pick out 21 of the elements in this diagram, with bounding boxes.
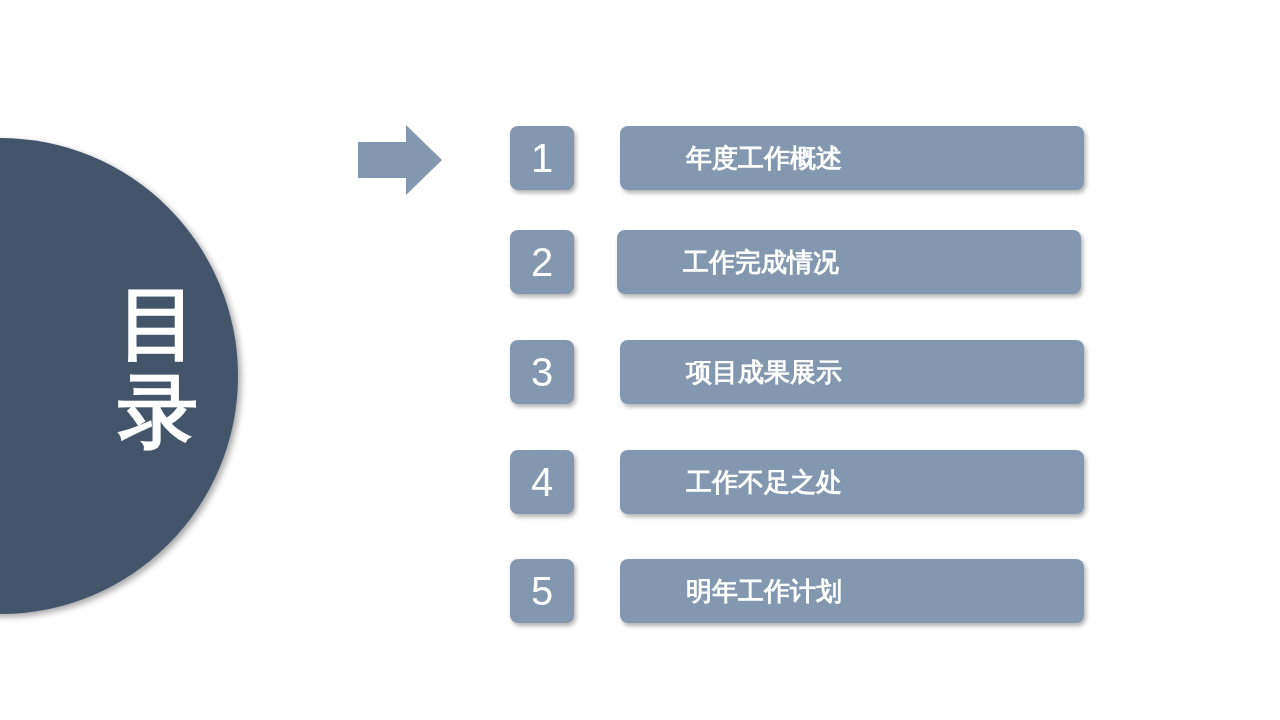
section-bar [620,450,1084,514]
number-badge [510,230,574,294]
number-text: 1 [530,135,554,181]
number-text: 5 [530,568,554,614]
heading-text: 目录 [118,280,198,456]
number-badge [510,450,574,514]
section-bar [620,126,1084,190]
number-text: 4 [530,459,554,505]
number-badge [510,340,574,404]
section-title: 年度工作概述 [686,141,842,175]
section-title: 工作不足之处 [686,465,842,499]
section-bar [620,559,1084,623]
section-bar [617,230,1081,294]
section-title: 明年工作计划 [686,574,842,608]
number-badge [510,559,574,623]
section-title: 项目成果展示 [686,355,842,389]
number-badge [510,126,574,190]
section-bar [620,340,1084,404]
number-text: 3 [530,349,554,395]
section-title: 工作完成情况 [683,245,839,279]
number-text: 2 [530,239,554,285]
